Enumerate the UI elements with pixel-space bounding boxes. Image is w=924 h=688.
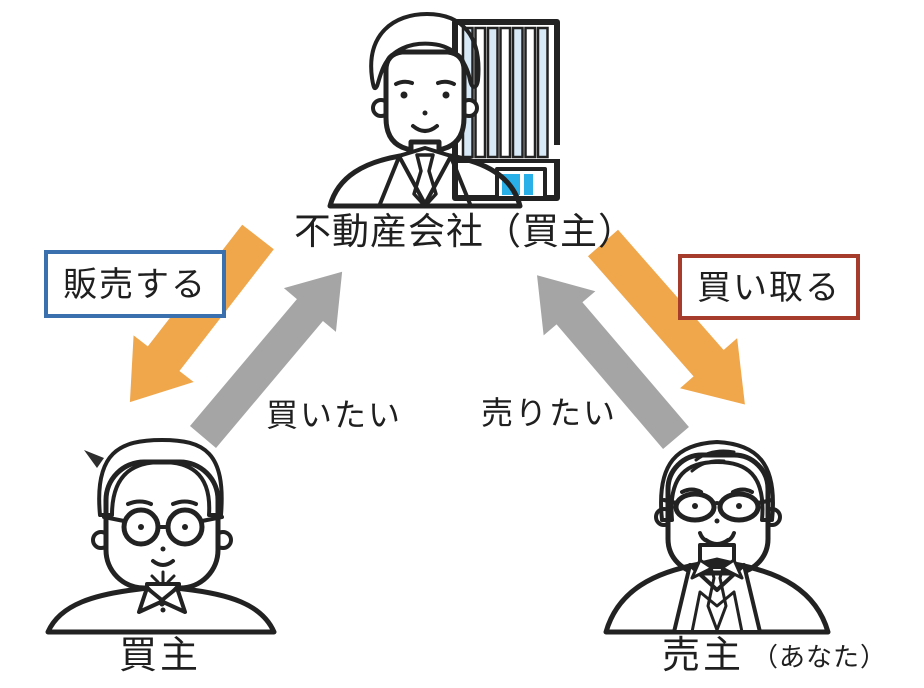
agent-person <box>327 12 523 209</box>
buyer-hair <box>97 438 224 517</box>
buy-box-label: 買い取る <box>697 268 841 308</box>
buy-box-border <box>678 254 860 320</box>
want-buy-label: 買いたい <box>266 396 402 434</box>
seller-eye <box>692 503 698 509</box>
building-stripe <box>524 26 537 159</box>
buy-label-box: 買い取る <box>678 254 860 320</box>
building-stripe <box>499 26 512 159</box>
seller-tie <box>706 562 728 632</box>
buyer-glasses-icon <box>102 507 224 547</box>
agent-nose <box>422 110 428 116</box>
seller-jacket <box>603 557 831 635</box>
seller-illustration <box>603 440 831 635</box>
seller-eye <box>736 503 742 509</box>
buyer-eye <box>182 524 188 530</box>
buyer-shirt-button <box>160 607 166 613</box>
seller-eyebrows <box>680 487 754 494</box>
building-border-gap <box>552 145 562 159</box>
want-buy-arrow <box>189 271 343 448</box>
building-stripe <box>474 26 487 159</box>
buyer-eye <box>138 524 144 530</box>
building-stripe <box>486 26 499 159</box>
agent-face <box>383 49 467 153</box>
agent-eye <box>400 91 408 99</box>
agent-eye <box>442 91 450 99</box>
building-stripe <box>511 26 524 159</box>
buyer-mouth <box>151 559 175 567</box>
want-buy-arrow-shape <box>189 271 343 448</box>
building-stripe <box>536 26 549 159</box>
entrance-door-pane <box>524 174 533 195</box>
seller-hair-strands <box>690 449 736 473</box>
agent-illustration <box>327 12 562 209</box>
sell-label-box: 販売する <box>44 250 226 318</box>
want-sell-arrow-shape <box>537 275 689 450</box>
buyer-nose <box>160 546 166 552</box>
seller-label-suffix: （あなた） <box>752 643 887 673</box>
want-sell-label: 売りたい <box>481 394 617 432</box>
buyer-goatee <box>150 570 176 584</box>
buyer-eyebrows <box>126 499 198 506</box>
seller-nose <box>714 518 720 524</box>
seller-face <box>665 452 771 576</box>
buyer-illustration <box>45 438 277 635</box>
want-sell-arrow <box>537 275 689 450</box>
buyer-label: 買主 <box>119 633 201 677</box>
agent-lapels <box>378 155 472 206</box>
agent-tie <box>412 153 438 208</box>
buyer-hair-tuft <box>84 450 104 468</box>
seller-collar <box>690 558 744 580</box>
agent-label: 不動産会社（買主） <box>294 210 636 253</box>
agent-hair <box>369 12 481 91</box>
seller-glasses-bridge <box>662 498 774 506</box>
seller-label: 売主 <box>662 633 744 677</box>
agent-face-features <box>394 79 456 133</box>
buy-arrow-shape <box>587 229 745 405</box>
buyer-collar <box>137 586 187 614</box>
sell-box-border <box>44 250 226 318</box>
buyer-glasses-bridge <box>102 515 224 529</box>
buy-arrow <box>587 229 745 405</box>
seller-hair <box>659 440 775 522</box>
sell-box-label: 販売する <box>63 265 207 305</box>
